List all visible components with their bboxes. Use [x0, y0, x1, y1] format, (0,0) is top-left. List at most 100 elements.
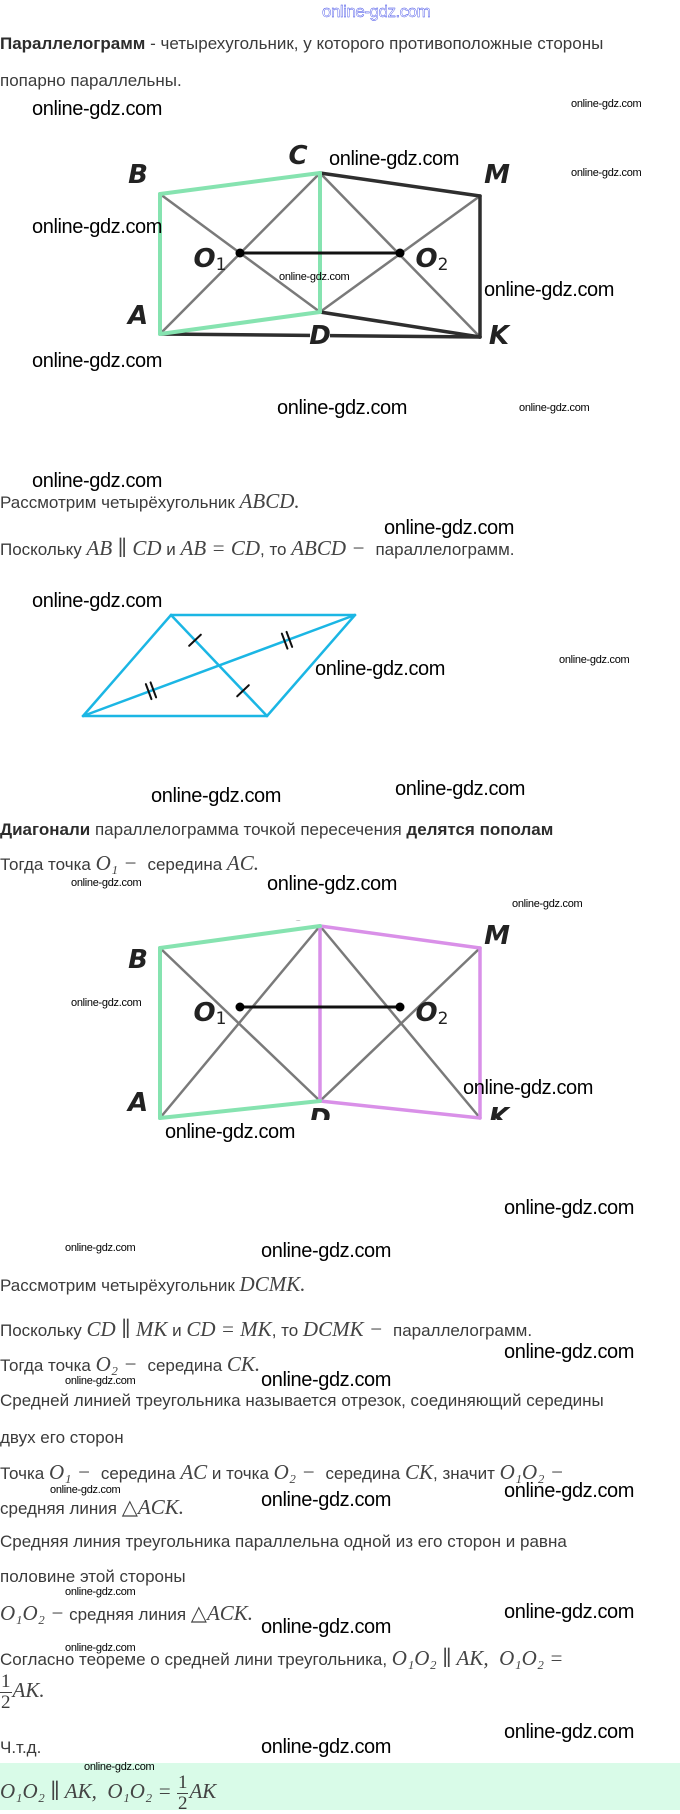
- text-line: Точка O₁ − середина AC и точка O₂ − сере…: [0, 1461, 564, 1485]
- watermark: online-gdz.com: [504, 1721, 635, 1743]
- vertex-label-m: M: [484, 921, 510, 951]
- math-expression: AB = CD: [180, 536, 261, 560]
- vertex-label-o1: O1: [194, 244, 227, 275]
- point-dot: [235, 248, 245, 258]
- text-segment: середина: [320, 1464, 405, 1483]
- math-expression: DCMK.: [239, 1272, 306, 1296]
- math-expression: △ACK.: [121, 1495, 184, 1519]
- watermark: online-gdz.com: [32, 590, 163, 612]
- side-dk: [318, 1099, 482, 1120]
- text-segment: параллелограмм.: [370, 540, 515, 559]
- math-expression: O₁ −: [48, 1460, 97, 1484]
- vertex-label-k: K: [489, 1103, 511, 1120]
- text-segment: параллелограмма точкой пересечения: [90, 820, 407, 839]
- watermark: online-gdz.com: [571, 167, 642, 179]
- text-line: Согласно теореме о средней лини треуголь…: [0, 1647, 563, 1671]
- text-segment: середина: [142, 855, 227, 874]
- watermark: online-gdz.com: [504, 1480, 635, 1502]
- watermark: online-gdz.com: [32, 350, 163, 372]
- math-expression: DCMK −: [302, 1317, 389, 1341]
- text-segment: Поскольку: [0, 1321, 87, 1340]
- vertex-label-d: D: [309, 321, 331, 351]
- single-tick-mark: [188, 633, 202, 647]
- math-expression: O₁O₂ −: [0, 1601, 65, 1625]
- diagram-parallelogram-diagonals: [81, 613, 357, 718]
- text-line: Поскольку CD ∥ MK и CD = MK, то DCMK − п…: [0, 1318, 532, 1342]
- math-expression: AK.: [12, 1677, 45, 1702]
- vertex-label-o2: O2: [416, 244, 449, 275]
- watermark: online-gdz.com: [395, 778, 526, 800]
- vertex-label-m: M: [484, 160, 510, 190]
- watermark: online-gdz.com: [484, 279, 615, 301]
- diagonal-dm: [318, 946, 482, 1103]
- watermark: online-gdz.com: [512, 898, 583, 910]
- watermark: online-gdz.com: [32, 470, 163, 492]
- math-expression: AK: [189, 1778, 217, 1803]
- text-segment: и точка: [207, 1464, 274, 1483]
- watermark: online-gdz.com: [165, 1121, 296, 1143]
- math-expression: ABCD −: [291, 536, 371, 560]
- watermark: online-gdz.com: [65, 1586, 136, 1598]
- single-tick-mark: [236, 684, 250, 698]
- text-segment: середина: [142, 1356, 227, 1375]
- diagonal-bd: [158, 946, 322, 1103]
- watermark: online-gdz.com: [267, 873, 398, 895]
- point-dot: [395, 248, 405, 258]
- side-ad: [158, 310, 322, 336]
- double-tick-mark: [149, 681, 158, 699]
- watermark: online-gdz.com: [261, 1736, 392, 1758]
- side-left: [81, 613, 173, 718]
- side-cm: [318, 171, 482, 198]
- vertex-label-b: B: [128, 160, 148, 190]
- watermark: online-gdz.com: [261, 1489, 392, 1511]
- watermark: online-gdz.com: [84, 1761, 155, 1773]
- math-expression: △ACK.: [190, 1601, 254, 1625]
- math-expression: AB ∥ CD: [86, 536, 162, 560]
- text-line: Ч.т.д.: [0, 1737, 41, 1759]
- text-segment: и: [167, 1321, 187, 1340]
- text-segment: Ч.т.д.: [0, 1738, 42, 1757]
- side-bc: [158, 171, 322, 196]
- math-expression: O₁O₂ −: [499, 1460, 564, 1484]
- text-segment: середина: [96, 1464, 181, 1483]
- text-segment: двух его сторон: [0, 1428, 124, 1447]
- fraction-numerator: 1: [0, 1671, 12, 1693]
- text-line: двух его сторон: [0, 1427, 124, 1449]
- watermark: online-gdz.com: [50, 1484, 121, 1496]
- text-segment: , то: [271, 1321, 303, 1340]
- watermark: online-gdz.com: [261, 1240, 392, 1262]
- math-expression: AC: [180, 1460, 208, 1484]
- side-bc: [158, 924, 322, 950]
- text-line: O₁O₂ − средняя линия △ACK.: [0, 1602, 253, 1626]
- point-dot: [235, 1002, 245, 1012]
- text-segment: Согласно теореме о средней лини треуголь…: [0, 1650, 392, 1669]
- text-line: Тогда точка O₁ − середина AC.: [0, 852, 259, 876]
- math-expression: CK.: [226, 1352, 261, 1376]
- watermark: online-gdz.com: [71, 997, 142, 1009]
- text-line: Рассмотрим четырёхугольник DCMK.: [0, 1273, 305, 1297]
- point-dot: [395, 1002, 405, 1012]
- vertex-label-d: D: [309, 1104, 331, 1120]
- math-expression: O₂ −: [95, 1352, 143, 1376]
- text-segment: параллелограмм.: [388, 1321, 533, 1340]
- text-segment: Рассмотрим четырёхугольник: [0, 493, 240, 512]
- watermark: online-gdz.com: [504, 1601, 635, 1623]
- watermark: online-gdz.com: [65, 1242, 136, 1254]
- watermark: online-gdz.com: [504, 1197, 635, 1219]
- side-right: [265, 613, 357, 718]
- text-line: попарно параллельны.: [0, 70, 182, 92]
- vertex-label-a: A: [126, 301, 148, 331]
- math-expression: CD ∥ MK: [86, 1317, 168, 1341]
- bold-term: делятся пополам: [406, 820, 554, 839]
- text-line: Тогда точка O₂ − середина CK.: [0, 1353, 260, 1377]
- watermark: online-gdz.com: [322, 2, 431, 21]
- watermark: online-gdz.com: [315, 658, 446, 680]
- text-line: Диагонали параллелограмма точкой пересеч…: [0, 819, 553, 841]
- watermark: online-gdz.com: [571, 98, 642, 110]
